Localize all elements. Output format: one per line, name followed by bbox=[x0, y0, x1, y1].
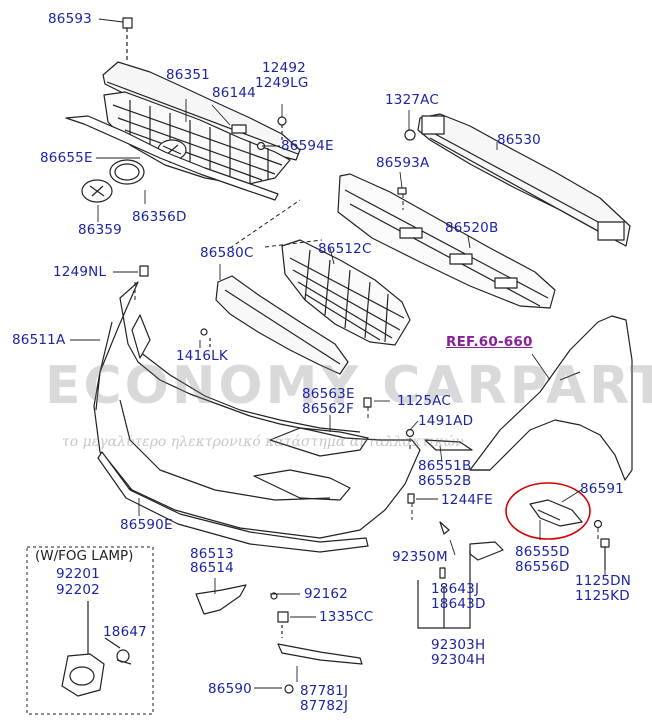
bolt-1327AC bbox=[404, 129, 416, 141]
label-92350M: 92350M bbox=[392, 549, 448, 565]
label-92201: 92201 bbox=[56, 566, 100, 582]
label-1491AD: 1491AD bbox=[418, 413, 474, 429]
bumper-lower-strip-part bbox=[97, 451, 369, 553]
label-86512C: 86512C bbox=[318, 241, 372, 257]
label-1244FE: 1244FE bbox=[441, 492, 493, 508]
mounting-bracket-part bbox=[529, 499, 583, 527]
label-18643D: 18643D bbox=[431, 596, 486, 612]
bulb-18647 bbox=[116, 649, 132, 665]
label-86590: 86590 bbox=[208, 681, 252, 697]
label-1335CC: 1335CC bbox=[319, 609, 374, 625]
label-1416LK: 1416LK bbox=[176, 348, 228, 364]
label-86513: 86513 bbox=[190, 546, 234, 562]
label-1249NL: 1249NL bbox=[53, 264, 107, 280]
label-86563E: 86563E bbox=[302, 386, 355, 402]
label-86593: 86593 bbox=[48, 11, 92, 27]
label-86580C: 86580C bbox=[200, 245, 254, 261]
label-1249LG: 1249LG bbox=[255, 75, 309, 91]
fog-lamp-title: (W/FOG LAMP) bbox=[35, 548, 134, 564]
grille-molding-part bbox=[65, 115, 279, 201]
bumper-molding-part bbox=[277, 643, 363, 665]
screw-1249NL bbox=[139, 265, 149, 277]
label-87781J: 87781J bbox=[300, 683, 349, 699]
label-86552B: 86552B bbox=[418, 473, 472, 489]
clip-86144 bbox=[231, 124, 247, 134]
fog-lamp-box bbox=[26, 546, 154, 715]
label-1125DN: 1125DN bbox=[575, 573, 632, 589]
label-86594E: 86594E bbox=[281, 138, 334, 154]
label-86562F: 86562F bbox=[302, 401, 354, 417]
bulb-18643J bbox=[439, 567, 446, 579]
connector-92350M bbox=[439, 521, 450, 535]
label-86555D: 86555D bbox=[515, 544, 570, 560]
clip-86590 bbox=[284, 684, 294, 694]
reflector-92303H bbox=[469, 541, 504, 561]
screw-1244FE bbox=[407, 493, 415, 504]
label-86556D: 86556D bbox=[515, 559, 570, 575]
label-18647: 18647 bbox=[103, 624, 147, 640]
fender-ref-part bbox=[469, 315, 633, 481]
label-12492: 12492 bbox=[262, 60, 306, 76]
emblem-part bbox=[81, 159, 145, 203]
label-18643J: 18643J bbox=[431, 581, 480, 597]
nut-86591 bbox=[593, 519, 603, 529]
label-86655E: 86655E bbox=[40, 150, 93, 166]
label-86359: 86359 bbox=[78, 222, 122, 238]
label-86551B: 86551B bbox=[418, 458, 472, 474]
label-1327AC: 1327AC bbox=[385, 92, 439, 108]
label-86591: 86591 bbox=[580, 481, 624, 497]
bolt-1125DN bbox=[600, 538, 610, 548]
clip-86593A bbox=[397, 187, 407, 195]
lower-grille-part bbox=[281, 239, 411, 346]
label-86514: 86514 bbox=[190, 560, 234, 576]
label-ref-60-660: REF.60-660 bbox=[446, 334, 533, 350]
watermark-main: ECONOMY CARPARTS.gr bbox=[45, 356, 652, 416]
bumper-bracket-part bbox=[215, 275, 349, 375]
highlight-circle bbox=[505, 482, 591, 540]
fog-lamp-part bbox=[61, 653, 105, 697]
fog-cover-part bbox=[195, 584, 247, 615]
screw-92162 bbox=[270, 592, 278, 600]
label-86511A: 86511A bbox=[12, 332, 66, 348]
bumper-beam-part bbox=[417, 113, 631, 247]
label-86144: 86144 bbox=[212, 85, 256, 101]
label-1125AC: 1125AC bbox=[397, 393, 451, 409]
watermark-sub: το μεγαλύτερο ηλεκτρονικό κατάστημα αντα… bbox=[62, 434, 464, 450]
label-92303H: 92303H bbox=[431, 637, 486, 653]
label-92162: 92162 bbox=[304, 586, 348, 602]
label-86590E: 86590E bbox=[120, 517, 173, 533]
label-92304H: 92304H bbox=[431, 652, 486, 668]
energy-absorber-part bbox=[337, 173, 556, 309]
label-86593A: 86593A bbox=[376, 155, 430, 171]
label-92202: 92202 bbox=[56, 582, 100, 598]
clip-1335CC bbox=[277, 611, 289, 623]
side-bracket-part bbox=[424, 439, 473, 451]
screw-12492 bbox=[277, 116, 287, 126]
clip-1416LK bbox=[200, 328, 208, 336]
clip-86593 bbox=[122, 17, 133, 29]
label-86530: 86530 bbox=[497, 132, 541, 148]
label-87782J: 87782J bbox=[300, 698, 349, 714]
label-86356D: 86356D bbox=[132, 209, 187, 225]
label-86520B: 86520B bbox=[445, 220, 499, 236]
label-86351: 86351 bbox=[166, 67, 210, 83]
label-1125KD: 1125KD bbox=[575, 588, 630, 604]
